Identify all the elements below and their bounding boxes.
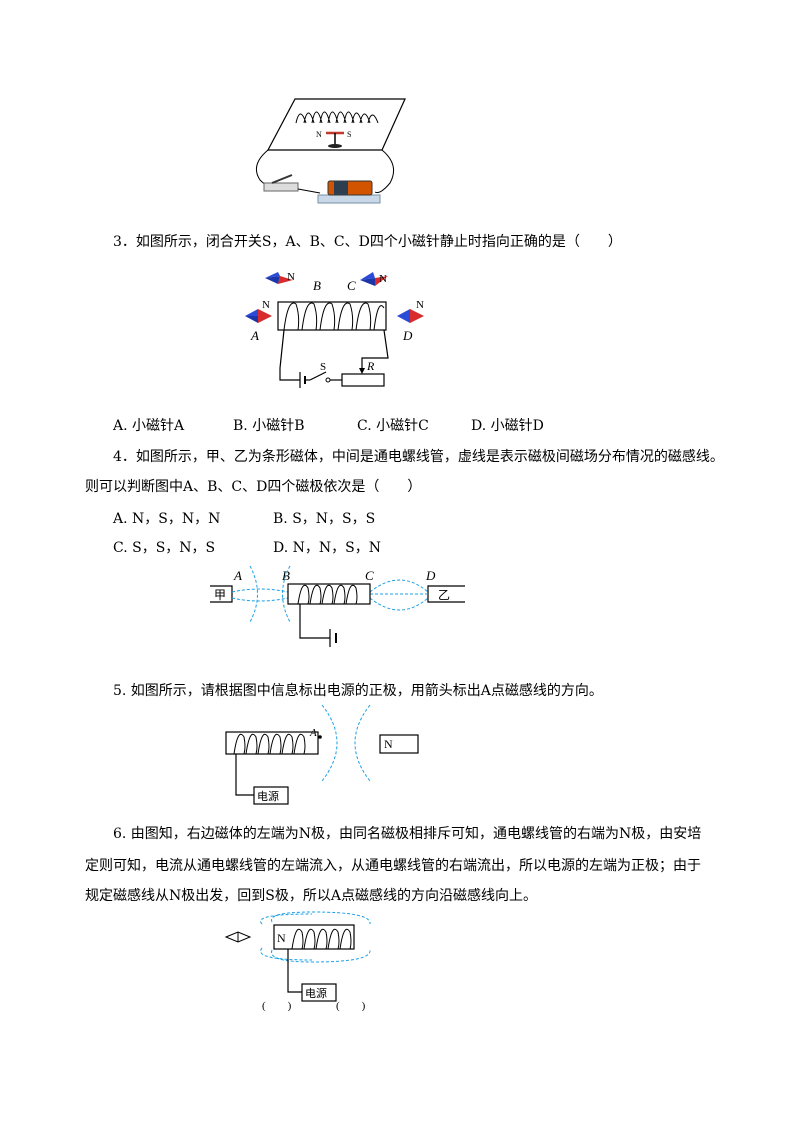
q6-power-box <box>301 983 337 1002</box>
needle-b <box>265 272 293 284</box>
q6-circuit <box>287 949 302 993</box>
needle-s-label: S <box>347 130 351 139</box>
q3-label-s: S <box>320 361 326 373</box>
q6-power-label: 电源 <box>305 986 327 1000</box>
q3-option-d[interactable]: D. 小磁针D <box>471 418 544 434</box>
switch-pivot <box>325 377 331 383</box>
q6-line1: 6. 由图知，右边磁体的左端为N极，由同名磁极相排斥可知，通电螺线管的右端为N极… <box>113 826 702 842</box>
q5-power-label: 电源 <box>257 789 279 803</box>
q6-line2: 定则可知，电流从通电螺线管的左端流入，从通电螺线管的右端流出，所以电源的左端为正… <box>85 858 701 874</box>
needle-c <box>360 272 388 286</box>
q6-paren-left[interactable]: ( ) <box>262 1000 292 1012</box>
switch-s <box>309 371 327 381</box>
q3-label-n-a: N <box>262 299 270 311</box>
iron-filings-figure: N S <box>255 98 406 204</box>
q4-option-d[interactable]: D. N，N，S，N <box>273 540 381 556</box>
q3-option-a[interactable]: A. 小磁针A <box>113 418 185 434</box>
slider-arrow <box>359 368 365 374</box>
q4-magnets-figure: 甲 乙 A B C D <box>210 565 465 647</box>
rheostat <box>341 373 385 387</box>
q3-solenoid-figure: N B C N N N A D S R <box>245 271 424 388</box>
q5-label-n: N <box>384 737 393 751</box>
q4-label-jia: 甲 <box>214 588 226 602</box>
q6-figure: N 电源 ( ) ( ) <box>224 911 371 1012</box>
q4-option-b[interactable]: B. S，N，S，S <box>273 511 376 527</box>
q4-label-d: D <box>425 568 436 583</box>
q3-label-b: B <box>313 278 321 293</box>
needle-base <box>328 144 342 148</box>
q3-wire-right <box>361 329 389 372</box>
wire-bottom <box>297 188 321 194</box>
q4-coil <box>297 584 358 605</box>
switch-base <box>263 182 299 192</box>
q3-label-n-b: N <box>287 271 295 283</box>
q6-label-n: N <box>277 931 286 945</box>
q6-coil <box>291 928 352 950</box>
q6-field-lines <box>260 911 371 963</box>
q5-label-a: A <box>309 727 317 739</box>
magnet-jia <box>210 585 233 603</box>
q4-circuit <box>299 604 330 639</box>
q5-figure: A N 电源 <box>225 704 419 805</box>
q4-option-a[interactable]: A. N，S，N，N <box>113 511 221 527</box>
q3-label-n-c: N <box>379 273 387 285</box>
q4-option-c[interactable]: C. S，S，N，S <box>113 540 216 556</box>
q3-stem: 3．如图所示，闭合开关S，A、B、C、D四个小磁针静止时指向正确的是（ ） <box>113 234 622 250</box>
q4-label-yi: 乙 <box>438 588 450 602</box>
needle-n-label: N <box>316 130 322 139</box>
battery-band <box>334 181 348 195</box>
q3-coil <box>283 302 385 331</box>
q4-stem-line1: 4．如图所示，甲、乙为条形磁体，中间是通电螺线管，虚线是表示磁极间磁场分布情况的… <box>113 449 724 465</box>
q3-wire-left <box>279 329 300 381</box>
needle-a <box>245 309 272 323</box>
q3-option-c[interactable]: C. 小磁针C <box>357 418 429 434</box>
q3-option-b[interactable]: B. 小磁针B <box>233 418 305 434</box>
q5-magnet <box>379 734 419 754</box>
battery-base <box>317 194 381 204</box>
q4-label-c: C <box>365 568 374 583</box>
q3-solenoid-core <box>277 301 387 331</box>
wire-right <box>374 149 395 194</box>
q3-label-a: A <box>250 328 259 343</box>
q4-label-a: A <box>233 568 242 583</box>
q3-label-d: D <box>402 328 413 343</box>
point-a <box>318 735 322 739</box>
filings-pattern <box>295 111 379 124</box>
q5-power-box <box>253 786 289 805</box>
q3-label-n-d: N <box>416 299 424 311</box>
q5-stem: 5. 如图所示，请根据图中信息标出电源的正极，用箭头标出A点磁感线的方向。 <box>113 683 603 699</box>
q5-circuit <box>235 754 254 796</box>
switch-lever <box>271 174 293 184</box>
needle-d <box>397 309 424 323</box>
q6-paren-right[interactable]: ( ) <box>336 1000 366 1012</box>
q5-coil <box>233 733 306 755</box>
q3-label-c: C <box>347 278 356 293</box>
board <box>267 98 406 151</box>
q6-line3: 规定磁感线从N极出发，回到S极，所以A点磁感线的方向沿磁感线向上。 <box>85 888 537 904</box>
q4-field-lines <box>231 565 429 623</box>
q3-label-r: R <box>366 359 375 373</box>
q4-stem-line2: 则可以判断图中A、B、C、D四个磁极依次是（ ） <box>85 479 422 495</box>
q5-field-lines <box>321 704 371 782</box>
